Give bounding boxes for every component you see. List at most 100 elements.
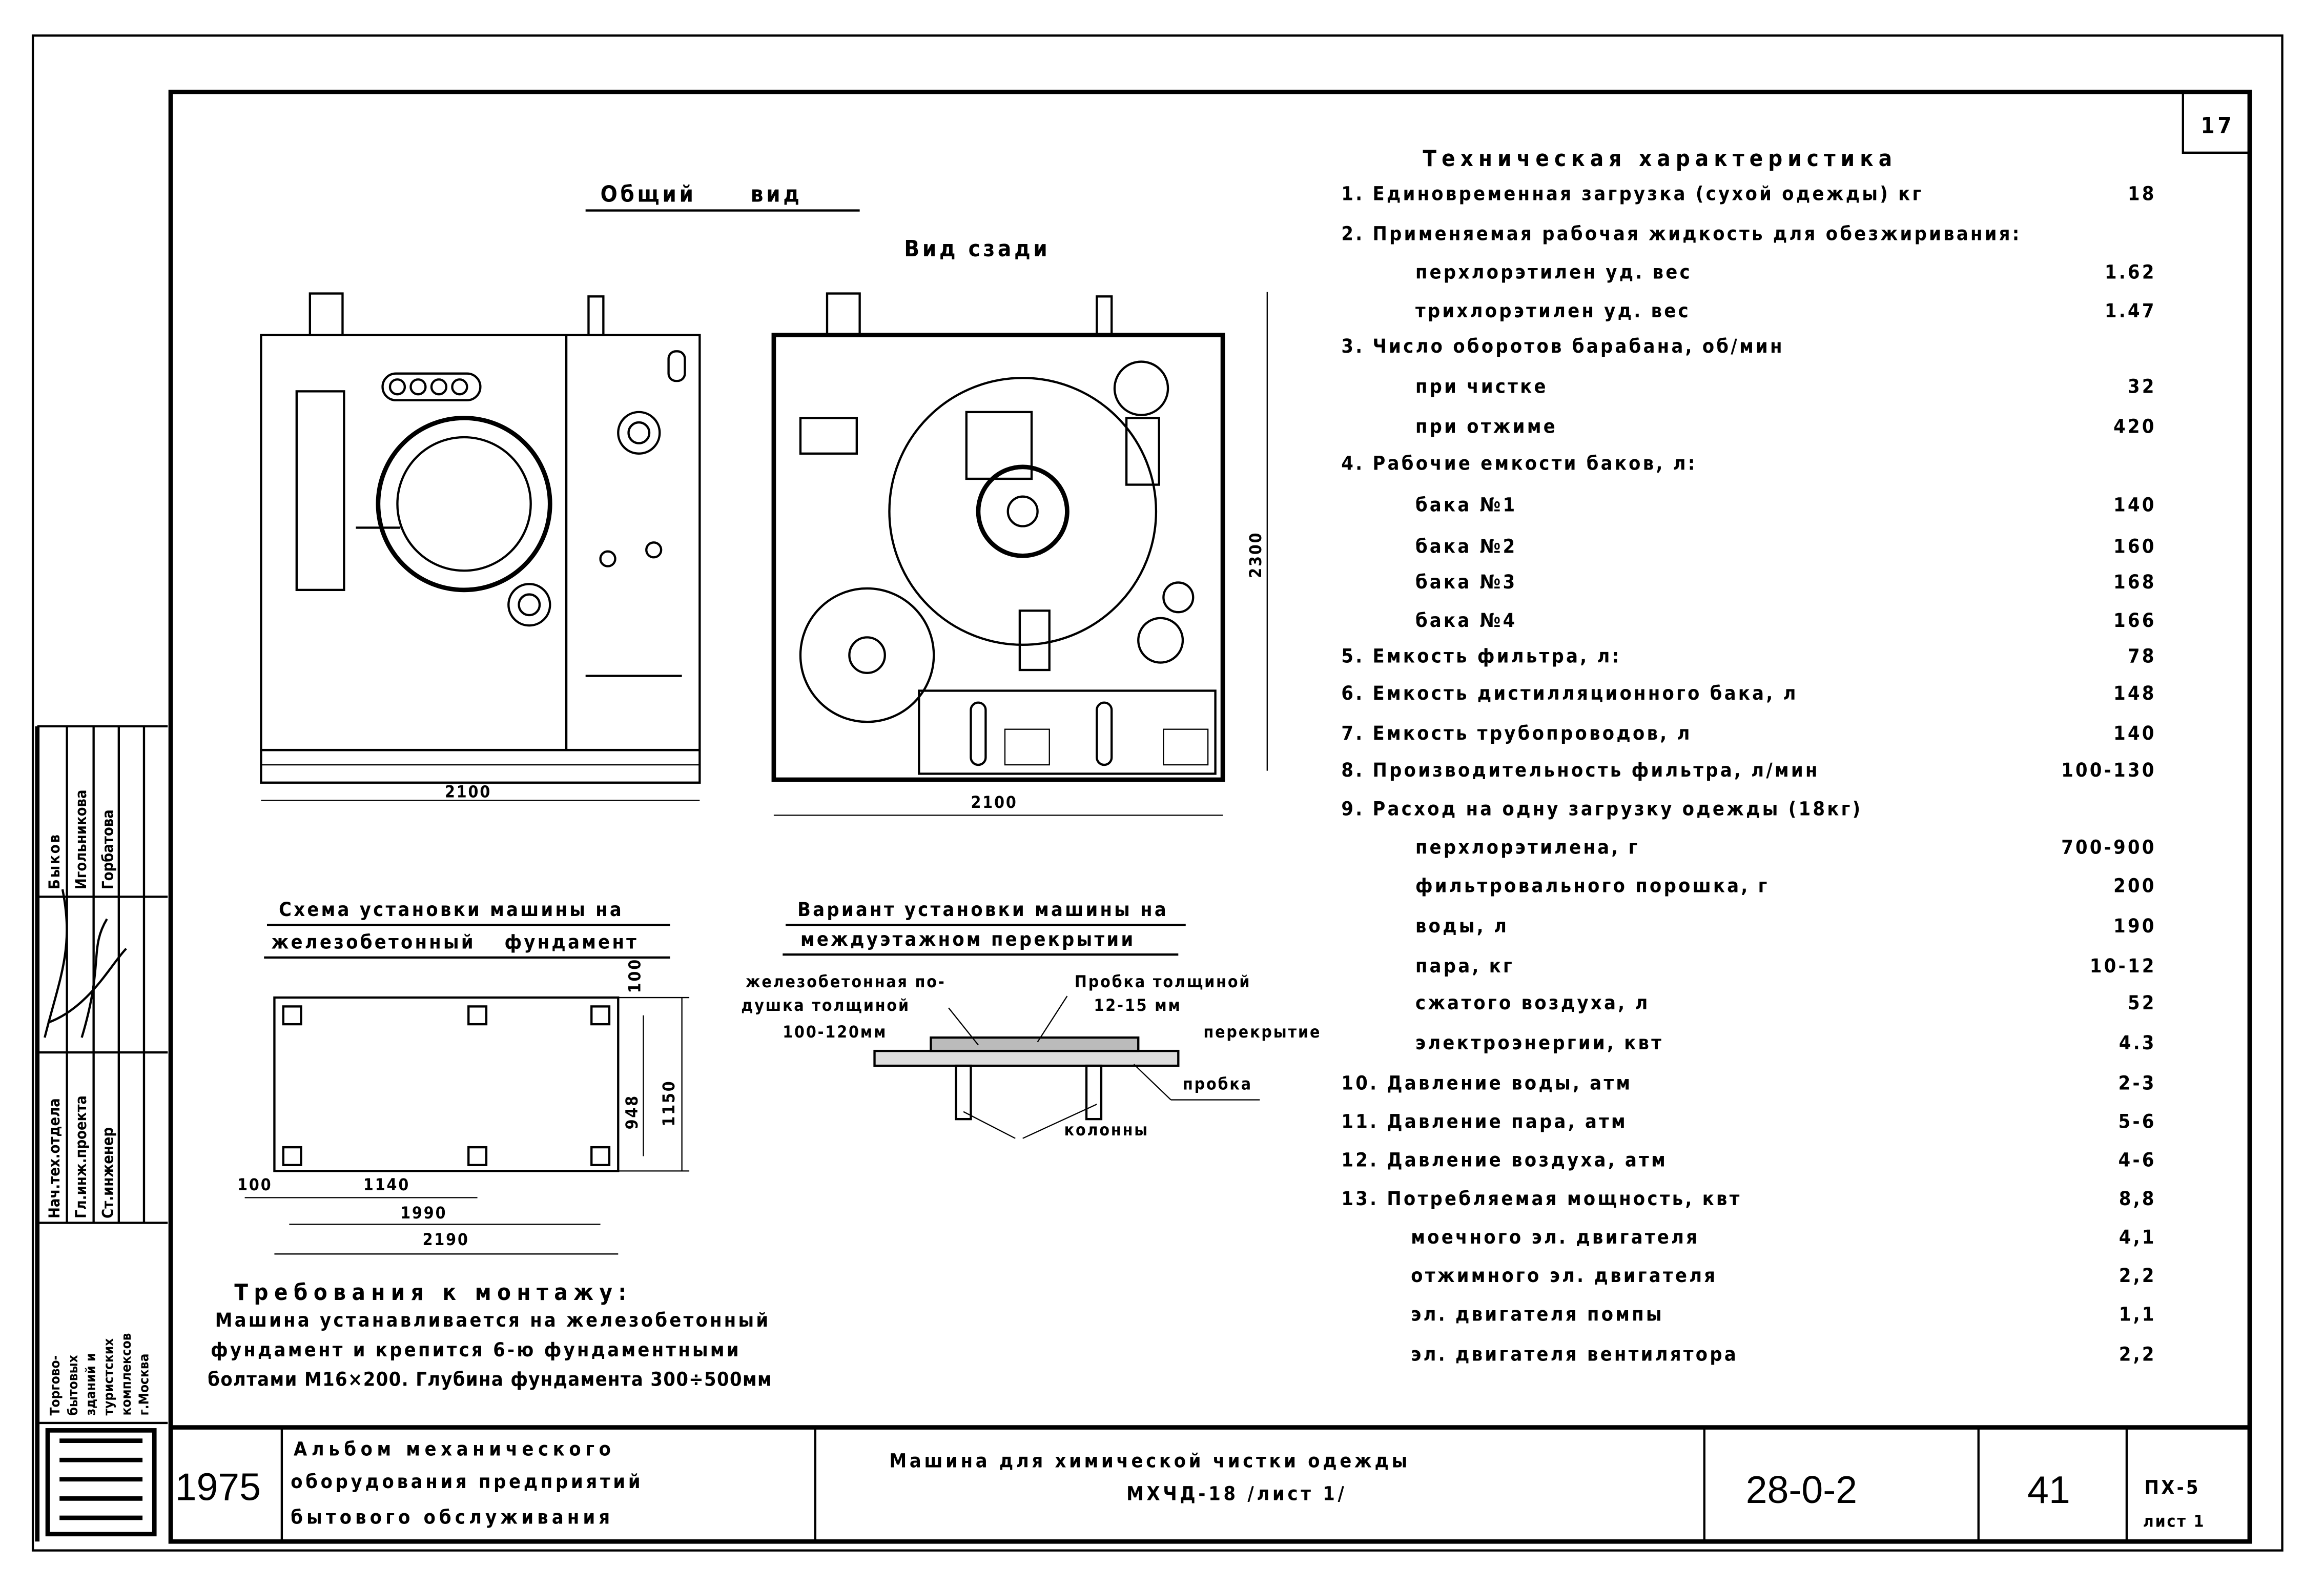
cork-label-1: Пробка толщиной xyxy=(1075,972,1251,991)
spec-label: 10. Давление воды, атм xyxy=(1341,1071,1632,1094)
spec-value: 166 xyxy=(2113,609,2156,632)
general-view-title: Общий вид xyxy=(601,181,803,207)
sheet-label: лист 1 xyxy=(2143,1512,2206,1531)
requirements-line: Машина устанавливается на железобетонный xyxy=(215,1309,771,1331)
cork-label: пробка xyxy=(1183,1074,1252,1093)
page-number: 41 xyxy=(2027,1468,2070,1511)
sheet-number-box xyxy=(2182,91,2251,154)
spec-value: 1,1 xyxy=(2119,1303,2156,1325)
spec-value: 32 xyxy=(2128,375,2156,397)
spec-label: 4. Рабочие емкости баков, л: xyxy=(1341,452,1697,475)
year: 1975 xyxy=(175,1465,261,1508)
machine-front-body xyxy=(260,334,701,751)
machine-rear-body xyxy=(771,333,1225,782)
spec-value: 168 xyxy=(2113,571,2156,593)
spec-value: 18 xyxy=(2128,182,2156,205)
spec-value: 10-12 xyxy=(2090,954,2156,977)
spec-label: перхлорэтилен уд. вес xyxy=(1415,261,1692,283)
spec-label: при отжиме xyxy=(1415,415,1557,437)
dim-top: 100 xyxy=(626,958,645,993)
floor-label: перекрытие xyxy=(1203,1023,1321,1042)
spec-label: 2. Применяемая рабочая жидкость для обез… xyxy=(1341,222,2021,245)
spec-label: трихлорэтилен уд. вес xyxy=(1415,299,1691,322)
sheet-code: ПХ-5 xyxy=(2145,1476,2200,1499)
spec-label: бака №2 xyxy=(1415,535,1517,558)
rear-view-title: Вид сзади xyxy=(904,236,1050,262)
floor-installation-variant: Вариант установки машины на междуэтажном… xyxy=(741,898,1321,1140)
spec-label: перхлорэтилена, г xyxy=(1415,836,1640,859)
variant-title-1: Вариант установки машины на xyxy=(797,898,1168,921)
spec-value: 4-6 xyxy=(2119,1149,2156,1171)
spec-value: 1.47 xyxy=(2105,299,2156,322)
front-width-dim: 2100 xyxy=(445,783,491,802)
outer-border xyxy=(31,34,2284,1552)
dim-2190: 2190 xyxy=(423,1230,469,1249)
spec-value: 4.3 xyxy=(2119,1031,2156,1054)
spec-value: 700-900 xyxy=(2061,836,2156,859)
spec-label: воды, л xyxy=(1415,914,1509,937)
spec-value: 8,8 xyxy=(2119,1187,2156,1210)
name: Горбатова xyxy=(99,809,116,889)
dim-1140: 1140 xyxy=(363,1175,410,1194)
spec-value: 4,1 xyxy=(2119,1226,2156,1248)
organization-line: бытовых xyxy=(66,1355,81,1415)
spec-label: бака №3 xyxy=(1415,571,1517,593)
organization-line: комплексов xyxy=(119,1333,134,1415)
spec-label: фильтровального порошка, г xyxy=(1415,875,1770,897)
pad-label-3: 100-120мм xyxy=(783,1023,887,1042)
drawing-title: МХЧД-18 /лист 1/ xyxy=(1126,1482,1347,1504)
spec-label: 13. Потребляемая мощность, квт xyxy=(1341,1187,1741,1210)
organization-logo xyxy=(45,1428,157,1537)
spec-value: 140 xyxy=(2113,722,2156,744)
technical-characteristics: Техническая характеристика 1. Единовреме… xyxy=(1341,146,2156,1366)
spec-label: 9. Расход на одну загрузку одежды (18кг) xyxy=(1341,797,1862,820)
spec-value: 2,2 xyxy=(2119,1264,2156,1287)
title-block: 1975 Альбом механического оборудования п… xyxy=(171,1425,2250,1542)
spec-title: Техническая характеристика xyxy=(1423,146,1897,172)
anchor-bolt xyxy=(467,1146,488,1166)
role: Гл.инж.проекта xyxy=(72,1095,90,1218)
dim-1990: 1990 xyxy=(400,1204,447,1223)
requirements-line: фундамент и крепится 6-ю фундаментными xyxy=(211,1338,741,1361)
rear-width-dim: 2100 xyxy=(971,793,1017,812)
anchor-bolt xyxy=(467,1005,488,1026)
anchor-bolt xyxy=(282,1005,302,1026)
spec-label: бака №1 xyxy=(1415,494,1517,516)
spec-value: 140 xyxy=(2113,494,2156,516)
dim-1150: 1150 xyxy=(660,1080,678,1126)
spec-label: бака №4 xyxy=(1415,609,1517,632)
organization-line: туристских xyxy=(101,1338,116,1416)
variant-title-2: междуэтажном перекрытии xyxy=(800,928,1136,950)
organization-line: Торгово- xyxy=(48,1355,63,1416)
requirements-title: Требования к монтажу: xyxy=(234,1280,632,1306)
spec-label: эл. двигателя помпы xyxy=(1411,1303,1664,1325)
drawing-code: 28-0-2 xyxy=(1746,1468,1857,1511)
spec-value: 200 xyxy=(2113,875,2156,897)
spec-value: 420 xyxy=(2113,415,2156,437)
album-line: Альбом механического xyxy=(294,1438,615,1460)
spec-label: моечного эл. двигателя xyxy=(1411,1226,1699,1248)
foundation-title-2: железобетонный фундамент xyxy=(272,931,639,953)
spec-value: 100-130 xyxy=(2061,759,2156,781)
sheet-number: 17 xyxy=(2201,113,2235,139)
signature xyxy=(44,889,127,1038)
spec-label: 11. Давление пара, атм xyxy=(1341,1110,1628,1132)
spec-label: 3. Число оборотов барабана, об/мин xyxy=(1341,335,1784,357)
dim-left: 100 xyxy=(237,1175,272,1194)
spec-label: эл. двигателя вентилятора xyxy=(1411,1343,1738,1365)
foundation-outline xyxy=(273,996,620,1172)
spec-value: 148 xyxy=(2113,682,2156,704)
spec-label: 7. Емкость трубопроводов, л xyxy=(1341,722,1692,744)
pad-label-1: железобетонная по- xyxy=(746,972,946,991)
installation-requirements: Требования к монтажу: Машина устанавлива… xyxy=(208,1280,771,1391)
album-line: оборудования предприятий xyxy=(291,1470,643,1493)
columns-label: колонны xyxy=(1064,1121,1149,1140)
general-view: Общий вид Вид сзади 2100 xyxy=(260,181,1268,816)
spec-label: при чистке xyxy=(1415,375,1548,397)
album-line: бытового обслуживания xyxy=(291,1506,613,1529)
spec-label: 1. Единовременная загрузка (сухой одежды… xyxy=(1341,182,1923,205)
role: Ст.инженер xyxy=(99,1127,116,1218)
anchor-bolt xyxy=(590,1146,611,1166)
name: Быков xyxy=(46,833,63,889)
